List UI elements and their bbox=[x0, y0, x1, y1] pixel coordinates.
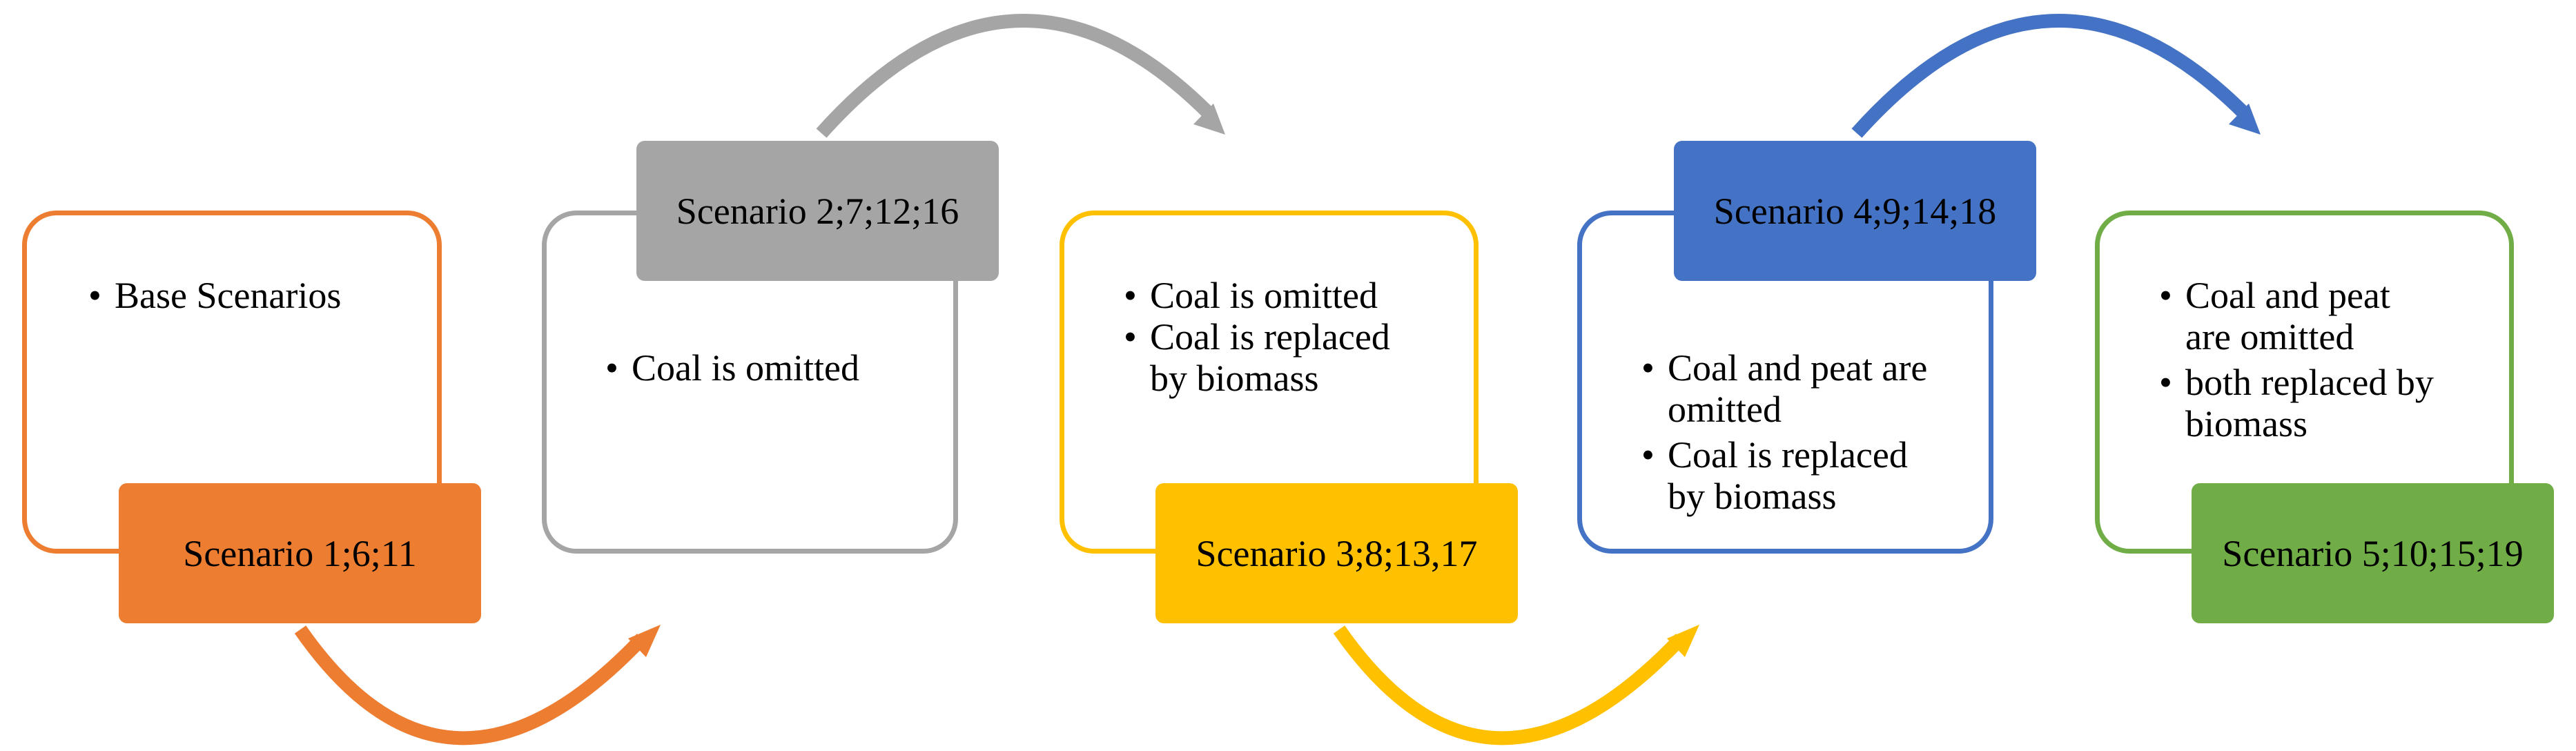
arrow-2-to-3 bbox=[816, 14, 1217, 138]
stage-5-bullet-1: Coal and peat are omitted bbox=[2159, 275, 2435, 358]
arrow-4-to-5-head bbox=[2229, 104, 2261, 135]
stage-3-bullet-1: Coal is omitted bbox=[1124, 275, 1414, 316]
arrow-4-to-5 bbox=[1851, 14, 2252, 138]
stage-4-bullets: Coal and peat are omitted Coal is replac… bbox=[1641, 347, 1945, 517]
stage-1-label: Scenario 1;6;11 bbox=[119, 483, 481, 623]
stage-1-bullets: Base Scenarios bbox=[88, 275, 420, 316]
arrow-1-to-2-head bbox=[628, 625, 661, 657]
stage-5-bullets: Coal and peat are omitted both replaced … bbox=[2159, 275, 2435, 445]
stage-2-bullet: Coal is omitted bbox=[605, 347, 923, 389]
stage-3-bullet-2: Coal is replaced by biomass bbox=[1124, 316, 1414, 399]
stage-2-label: Scenario 2;7;12;16 bbox=[636, 141, 999, 281]
stage-2-bullets: Coal is omitted bbox=[605, 347, 923, 389]
stage-5-bullet-2: both replaced by biomass bbox=[2159, 362, 2435, 445]
arrow-3-to-4 bbox=[1333, 625, 1686, 745]
arrow-2-to-3-head bbox=[1193, 104, 1225, 135]
stage-4-bullet-1: Coal and peat are omitted bbox=[1641, 347, 1945, 430]
arrow-1-to-2 bbox=[294, 625, 647, 745]
stage-3-bullets: Coal is omitted Coal is replaced by biom… bbox=[1124, 275, 1414, 399]
stage-4-bullet-2: Coal is replaced by biomass bbox=[1641, 434, 1945, 517]
stage-5-label: Scenario 5;10;15;19 bbox=[2192, 483, 2554, 623]
stage-4-label: Scenario 4;9;14;18 bbox=[1674, 141, 2036, 281]
stage-3-label: Scenario 3;8;13,17 bbox=[1155, 483, 1518, 623]
stage-1-bullet: Base Scenarios bbox=[88, 275, 420, 316]
arrow-3-to-4-head bbox=[1667, 625, 1699, 657]
